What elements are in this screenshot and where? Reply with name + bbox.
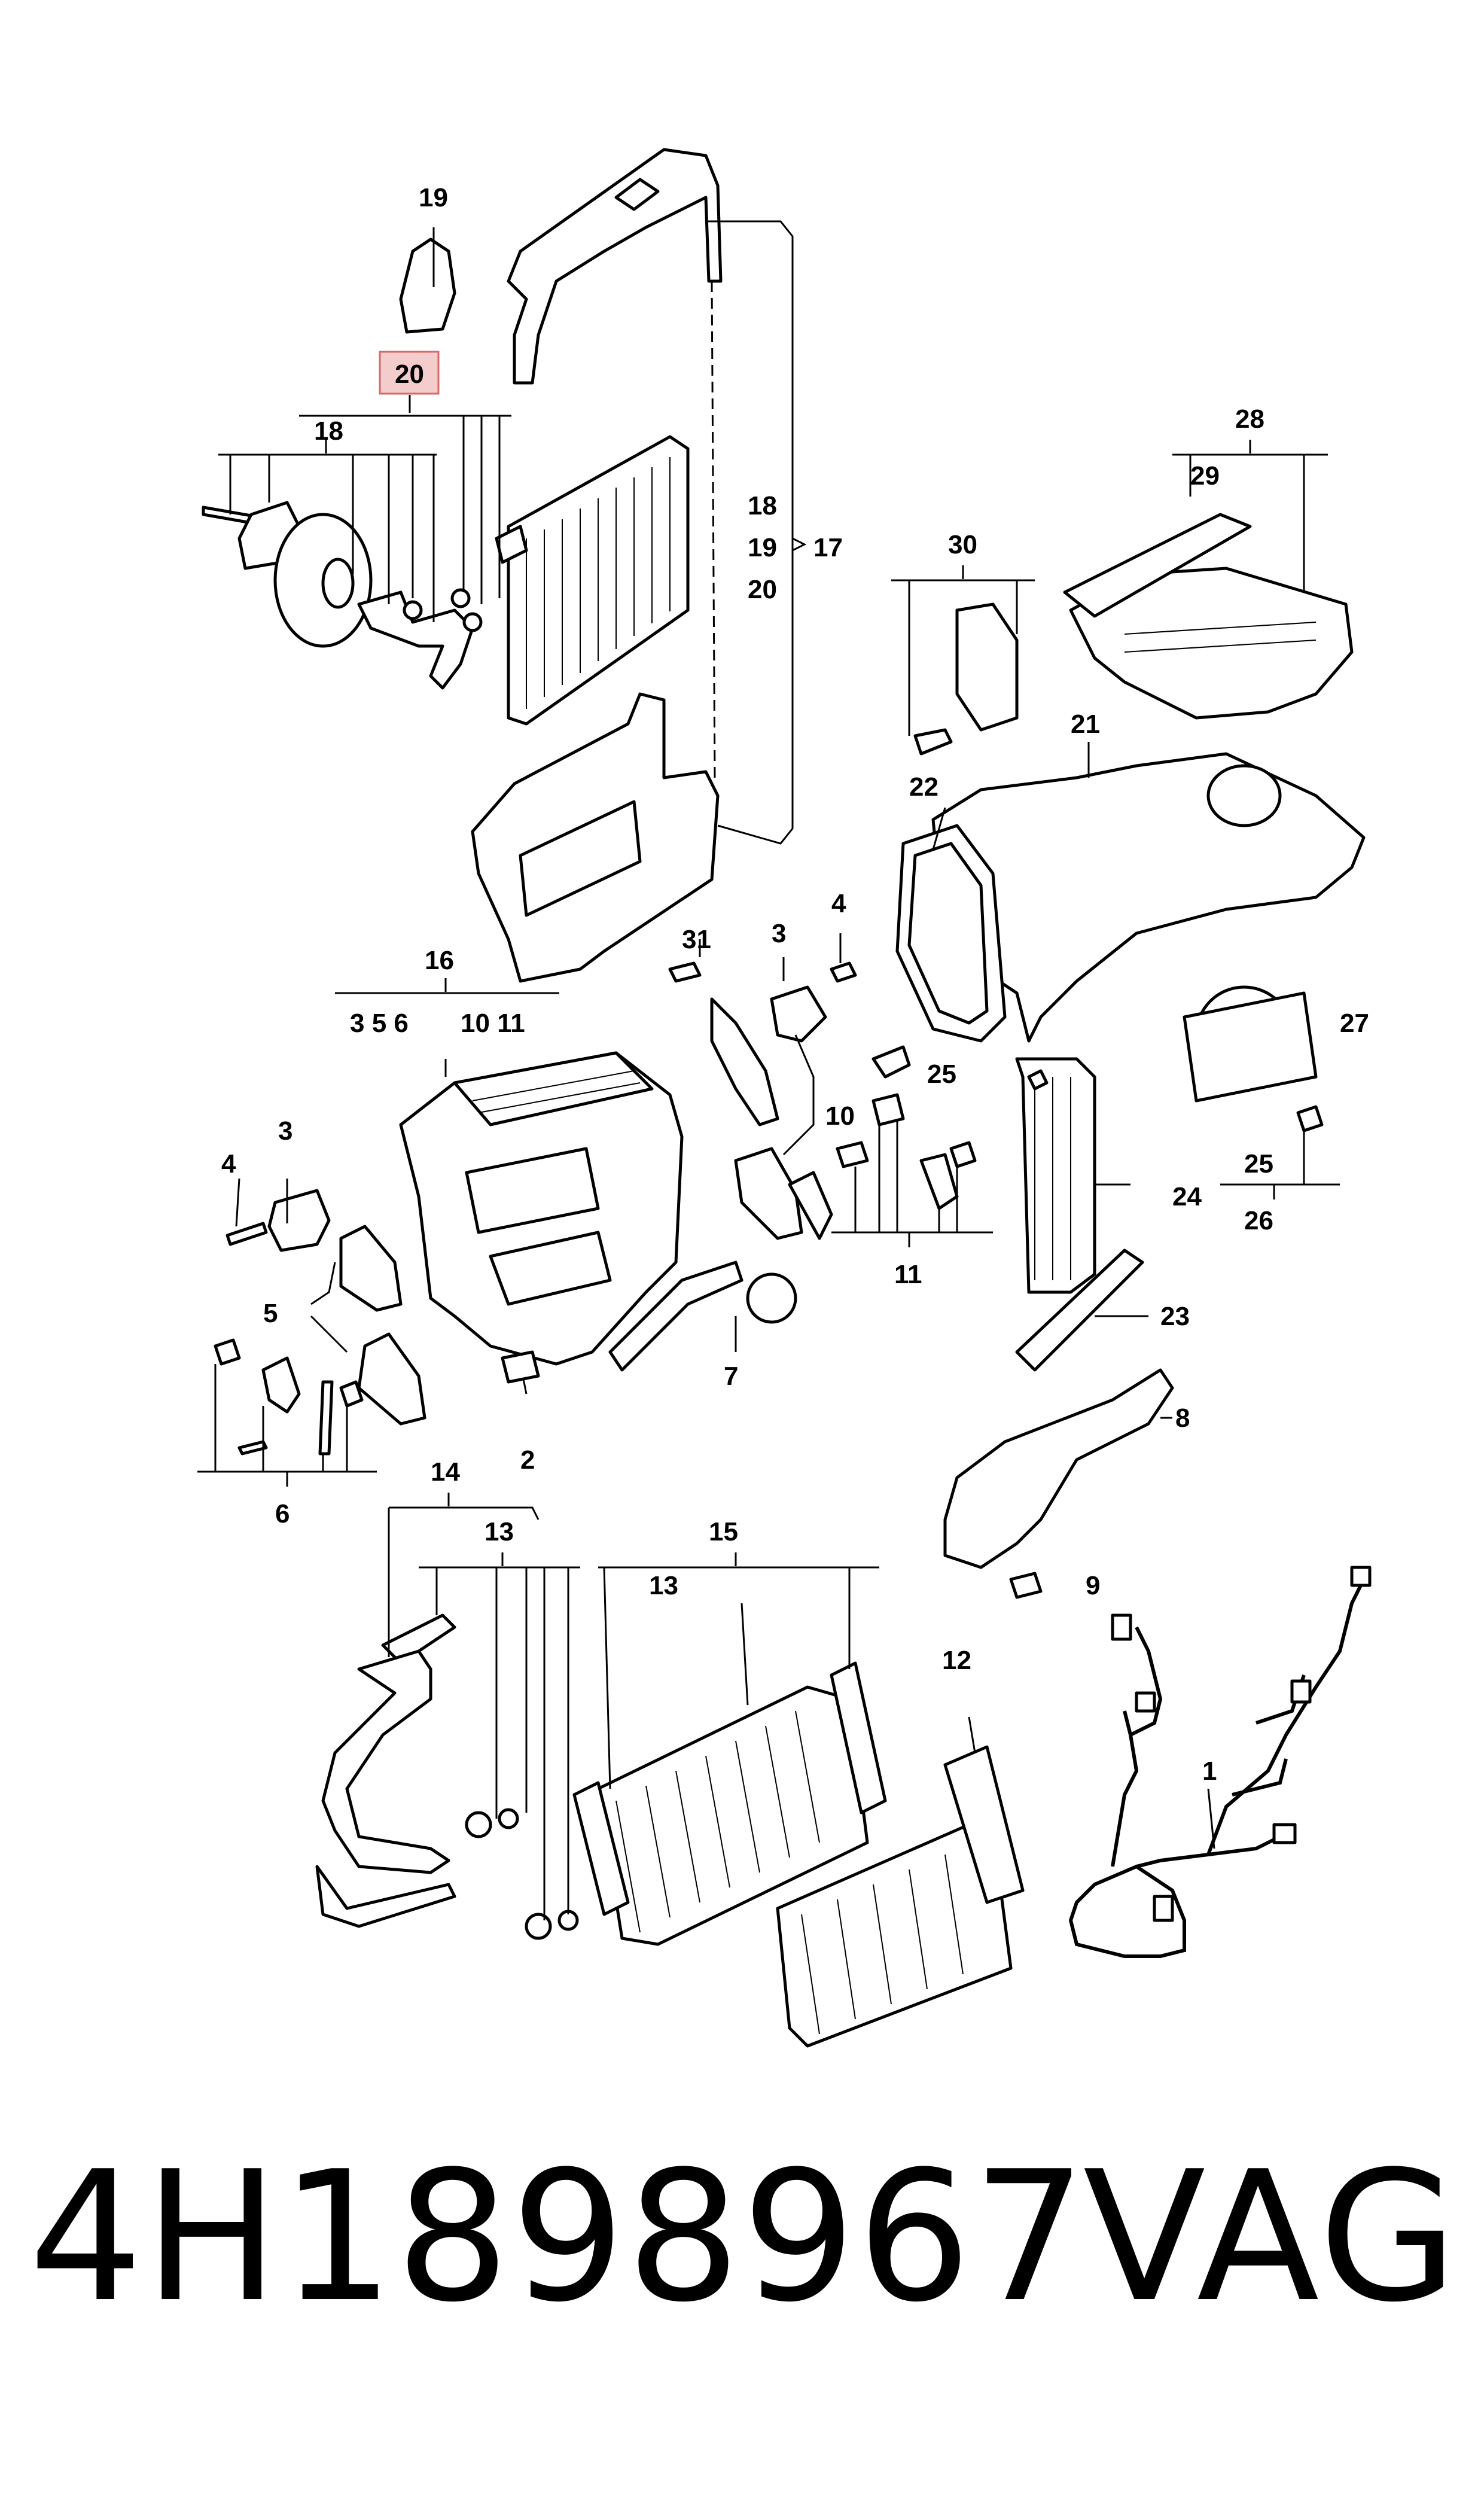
evaporator-assembly <box>471 148 807 983</box>
callout-7: 7 <box>724 1362 738 1391</box>
center-small-parts <box>608 933 993 1372</box>
duct-cover <box>943 1368 1174 1599</box>
left-small-parts <box>197 1178 540 1487</box>
callout-4-right: 4 <box>831 889 846 918</box>
parts-exploded-diagram: 19 20 18 18 19 20 17 28 29 30 21 22 4 3 … <box>197 148 1372 2048</box>
heater-housing <box>335 978 684 1366</box>
callout-31: 31 <box>682 925 711 954</box>
callout-labels: 19 20 18 18 19 20 17 28 29 30 21 22 4 3 … <box>221 183 1369 1786</box>
callout-30: 30 <box>948 530 977 559</box>
callout-26: 26 <box>1244 1206 1273 1235</box>
callout-9: 9 <box>1086 1571 1100 1600</box>
part-number: 4H1898967 <box>29 2133 1088 2342</box>
callout-1: 1 <box>1202 1756 1217 1786</box>
callout-24: 24 <box>1172 1182 1202 1211</box>
callout-16: 16 <box>425 946 454 975</box>
callout-27: 27 <box>1340 1009 1369 1038</box>
callout-5: 5 <box>263 1299 278 1328</box>
highlighted-callout-20 <box>379 351 440 395</box>
expansion-valve-group <box>202 227 511 690</box>
callout-17-item-18: 18 <box>748 491 777 520</box>
heater-core-group <box>315 1493 1025 2048</box>
callout-13-right: 13 <box>649 1571 678 1600</box>
callout-10: 10 <box>825 1101 855 1131</box>
callout-15: 15 <box>709 1517 738 1546</box>
callout-4-left: 4 <box>221 1149 236 1179</box>
callout-11: 11 <box>894 1260 922 1289</box>
callout-23: 23 <box>1160 1302 1190 1331</box>
callout-22: 22 <box>909 772 938 802</box>
blower-housing-group <box>891 440 1366 1043</box>
part-footer: 4H1898967 VAG <box>0 2148 1484 2447</box>
wiring-harness <box>1068 1566 1372 1958</box>
callout-25-right: 25 <box>1244 1149 1273 1179</box>
filter-and-blower-motor <box>1015 985 1340 1372</box>
callout-25-left: 25 <box>927 1059 956 1089</box>
callout-19: 19 <box>419 183 448 212</box>
callout-3-left: 3 <box>278 1116 292 1146</box>
callout-29: 29 <box>1190 461 1220 491</box>
callout-17-item-19: 19 <box>748 533 777 562</box>
callout-13-left: 13 <box>484 1517 514 1546</box>
brand-label: VAG <box>1083 2133 1460 2342</box>
callout-28: 28 <box>1235 404 1264 434</box>
callout-21: 21 <box>1071 710 1100 739</box>
callout-16-items-b: 10 11 <box>461 1009 525 1038</box>
callout-14: 14 <box>431 1457 460 1487</box>
callout-17-item-20: 20 <box>748 575 777 604</box>
callout-17: 17 <box>813 533 843 562</box>
callout-8: 8 <box>1175 1403 1190 1433</box>
callout-16-items-a: 3 5 6 <box>350 1009 409 1038</box>
callout-6: 6 <box>275 1499 290 1529</box>
callout-12: 12 <box>942 1646 971 1675</box>
callout-2: 2 <box>520 1445 535 1475</box>
callout-3-center: 3 <box>772 919 786 948</box>
callout-20: 20 <box>395 360 424 389</box>
callout-18: 18 <box>314 416 343 446</box>
